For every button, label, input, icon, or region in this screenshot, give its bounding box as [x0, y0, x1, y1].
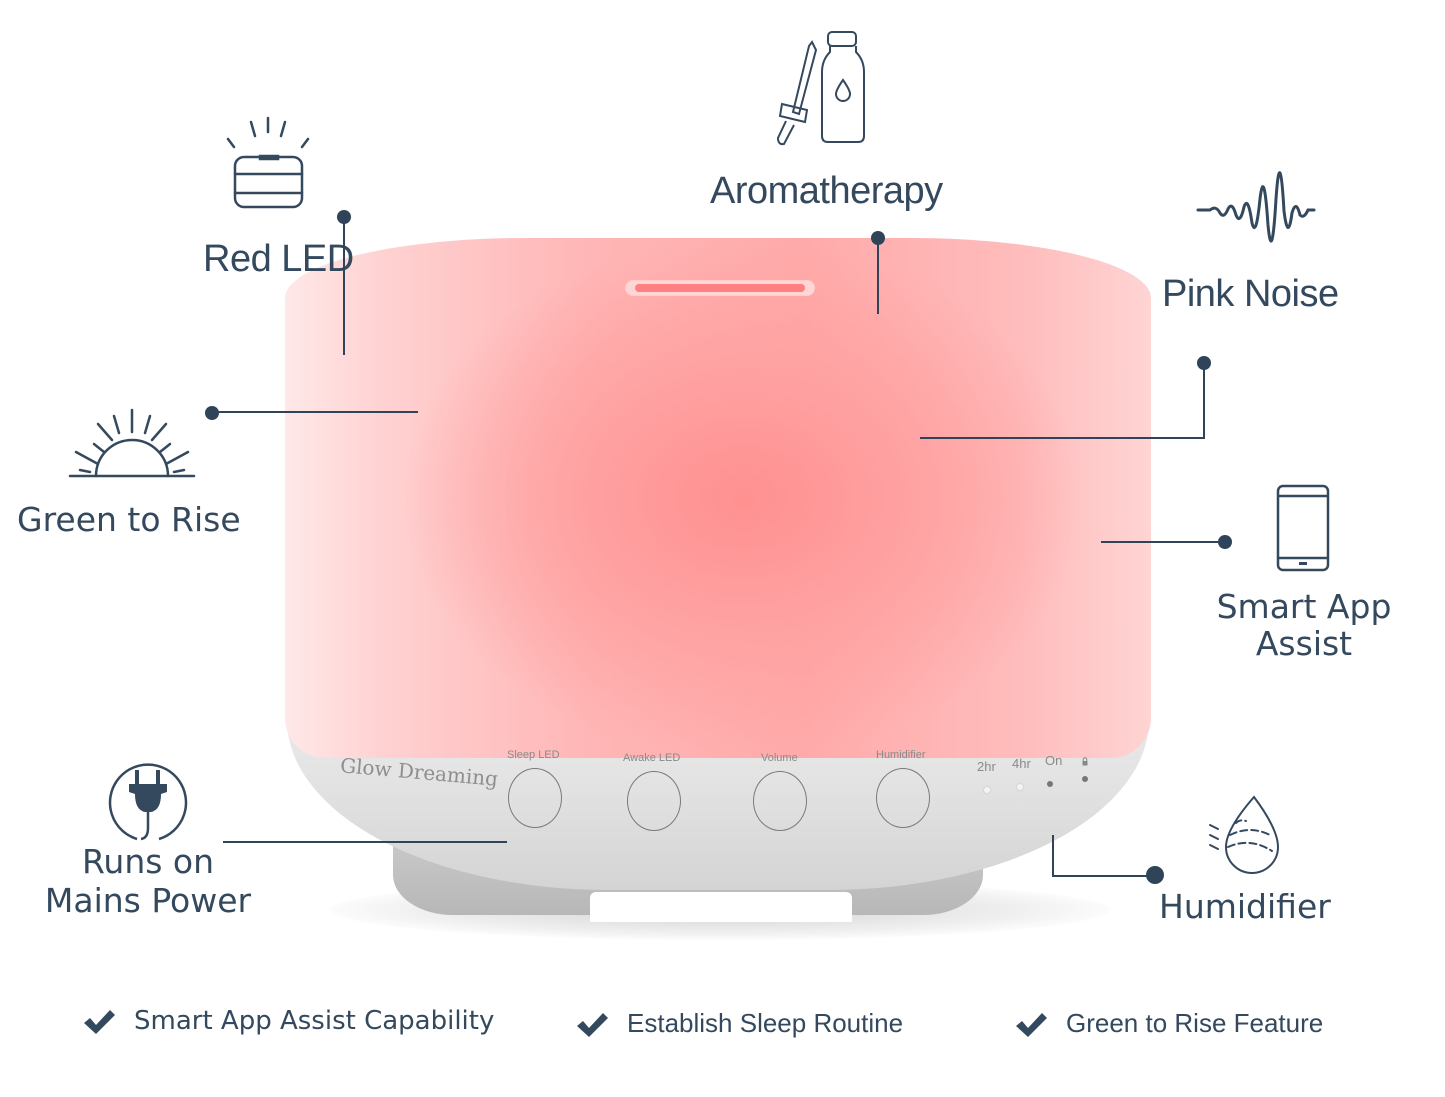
feature-item: Green to Rise Feature: [1014, 1008, 1323, 1039]
callout-humidifier-line-horizontal: [1052, 875, 1152, 877]
power-plug-icon: [107, 762, 189, 842]
feature-label: Green to Rise Feature: [1066, 1008, 1324, 1038]
callout-smart-app-line: [1101, 541, 1223, 543]
timer-led-on: [1047, 781, 1053, 787]
callout-pink-noise-line-vertical: [1203, 363, 1205, 439]
awake-led-button[interactable]: [627, 771, 681, 831]
callout-aromatherapy-line: [877, 238, 879, 314]
timer-led-4hr: [1017, 784, 1023, 790]
sleep-led-button[interactable]: [508, 768, 562, 828]
callout-red-led-label: Red LED: [203, 238, 354, 280]
timer-label-on: On: [1045, 753, 1063, 768]
lock-led: [1082, 776, 1088, 782]
callout-humidifier-dot: [1146, 866, 1164, 884]
sunrise-icon: [68, 408, 196, 480]
humidifier-button[interactable]: [876, 768, 930, 828]
checkmark-icon: [1016, 1012, 1047, 1037]
volume-button[interactable]: [753, 771, 807, 831]
button-label-awake-led: Awake LED: [623, 752, 681, 764]
checkmark-icon: [577, 1012, 608, 1037]
callout-aromatherapy-label: Aromatherapy: [710, 170, 943, 212]
button-label-volume: Volume: [761, 752, 798, 764]
callout-red-led-line: [343, 217, 345, 355]
callout-green-to-rise-label: Green to Rise: [17, 500, 241, 539]
callout-smart-app-label: Smart App Assist: [1209, 588, 1399, 662]
callout-mains-power-label-line2: Mains Power: [44, 881, 252, 920]
callout-smart-app-label-line1: Smart App: [1216, 587, 1392, 626]
sound-wave-icon: [1196, 155, 1318, 247]
callout-humidifier-line-vertical: [1052, 835, 1054, 877]
callout-green-to-rise-dot: [205, 406, 219, 420]
led-light-icon: [222, 115, 314, 210]
product-glow-cover: [285, 238, 1151, 758]
oil-dropper-bottle-icon: [772, 30, 868, 150]
callout-mains-power-label: Runs on Mains Power: [34, 842, 262, 920]
callout-mains-power-line: [223, 841, 507, 843]
mist-vent: [625, 280, 815, 296]
smartphone-icon: [1276, 484, 1330, 572]
callout-pink-noise-line-horizontal: [920, 437, 1205, 439]
feature-item: Establish Sleep Routine: [575, 1008, 903, 1039]
callout-mains-power-label-line1: Runs on: [81, 842, 215, 881]
timer-label-4hr: 4hr: [1012, 756, 1031, 771]
button-label-sleep-led: Sleep LED: [507, 749, 560, 761]
timer-led-2hr: [984, 787, 990, 793]
callout-pink-noise-label: Pink Noise: [1162, 273, 1339, 315]
button-label-humidifier: Humidifier: [876, 749, 926, 761]
checkmark-icon: [84, 1010, 115, 1034]
humidity-drop-icon: [1206, 795, 1282, 877]
callout-smart-app-label-line2: Assist: [1255, 624, 1353, 663]
callout-green-to-rise-line: [212, 411, 418, 413]
feature-item: Smart App Assist Capability: [82, 1006, 494, 1036]
lock-icon: [1082, 751, 1088, 766]
timer-label-2hr: 2hr: [977, 759, 996, 774]
callout-smart-app-dot: [1218, 535, 1232, 549]
feature-label: Establish Sleep Routine: [627, 1008, 904, 1038]
feature-label: Smart App Assist Capability: [134, 1006, 495, 1036]
callout-humidifier-label: Humidifier: [1159, 887, 1331, 926]
product-feet-gap: [590, 892, 852, 922]
